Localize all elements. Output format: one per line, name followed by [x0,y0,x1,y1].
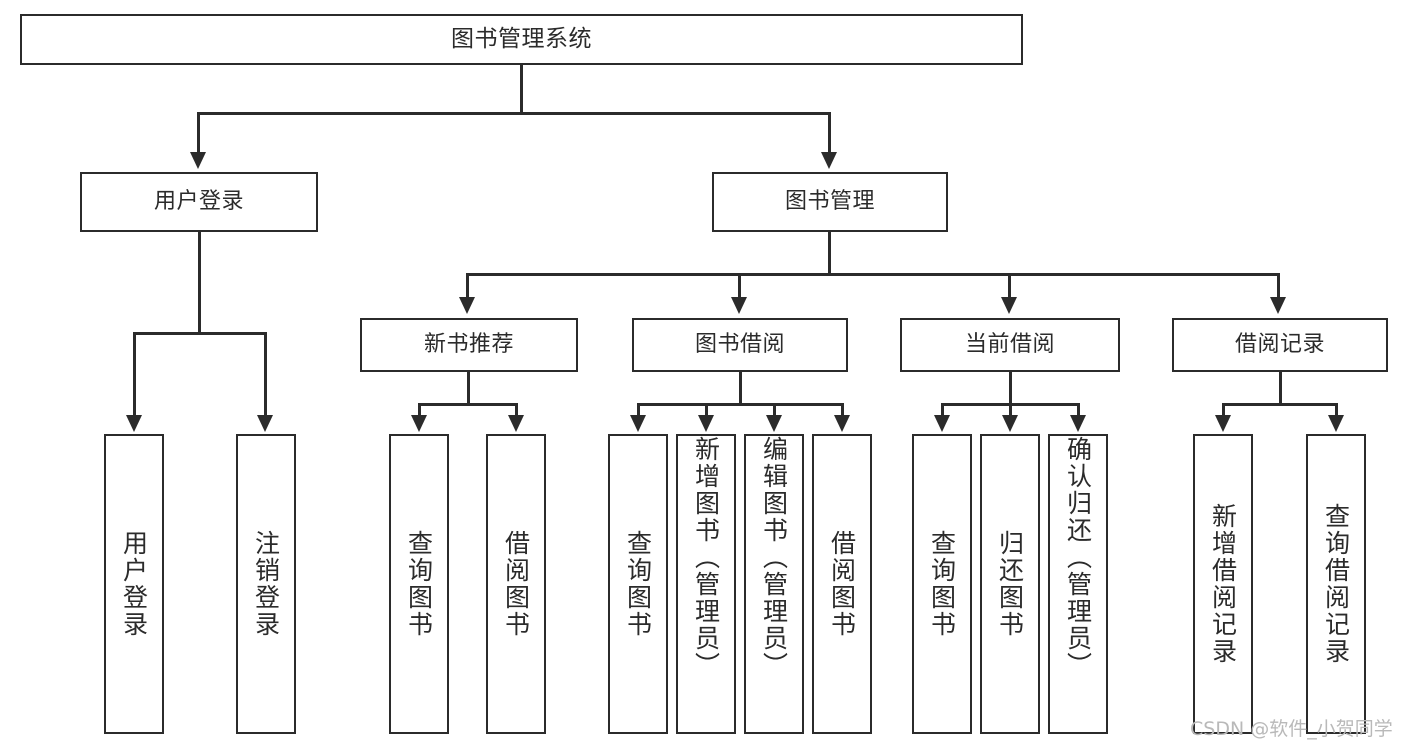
connector-currentborrow-to-leaf-0 [941,403,944,417]
node-label: 当前借阅 [964,331,1055,357]
csdn-watermark: CSDN @软件_小贺同学 [1190,718,1393,740]
connector-currentborrow-stem [1009,372,1012,404]
connector-borrowrecord-to-leaf-0 [1222,403,1225,417]
connector-borrowrecord-to-leaf-1 [1335,403,1338,417]
node-book-management[interactable]: 图书管理 [712,172,948,232]
node-borrow-record[interactable]: 借阅记录 [1172,318,1388,372]
leaf-new-book-recommend-0[interactable]: 查询图书 [389,434,449,734]
arrow-bookmgmt-to-l2-3 [1270,297,1286,314]
node-label: 新书推荐 [423,331,514,357]
connector-newbook-to-leaf-0 [418,403,421,417]
arrow-borrowrecord-to-leaf-0 [1215,415,1231,432]
node-label: 查询图书 [404,530,434,638]
arrow-bookmgmt-to-l2-0 [459,297,475,314]
arrow-currentborrow-to-leaf-0 [934,415,950,432]
arrow-root-to-login [190,152,206,169]
leaf-current-borrow-1[interactable]: 归还图书 [980,434,1040,734]
connector-root-to-bookmgmt [828,112,831,154]
connector-borrowrecord-bus [1222,403,1338,406]
connector-login-bus [133,332,267,335]
connector-bookborrow-to-leaf-3 [841,403,844,417]
node-label: 新增借阅记录 [1208,503,1238,665]
node-label: 归还图书 [995,530,1025,638]
arrow-currentborrow-to-leaf-2 [1070,415,1086,432]
node-current-borrow[interactable]: 当前借阅 [900,318,1120,372]
node-label: 用户登录 [153,188,244,214]
connector-bookmgmt-stem [828,232,831,274]
node-label: 新增图书（管理员） [691,436,721,679]
connector-newbook-to-leaf-1 [515,403,518,417]
connector-login-to-leaf-1 [264,332,267,417]
node-label: 借阅图书 [827,530,857,638]
leaf-borrow-record-1[interactable]: 查询借阅记录 [1306,434,1366,734]
leaf-book-borrow-0[interactable]: 查询图书 [608,434,668,734]
connector-bookborrow-bus [637,403,844,406]
node-book-borrow[interactable]: 图书借阅 [632,318,848,372]
leaf-new-book-recommend-1[interactable]: 借阅图书 [486,434,546,734]
connector-currentborrow-to-leaf-2 [1077,403,1080,417]
connector-currentborrow-to-leaf-1 [1009,403,1012,417]
connector-bookmgmt-to-l2-3 [1277,273,1280,299]
connector-bookmgmt-to-l2-2 [1008,273,1011,299]
connector-root-to-login [197,112,200,154]
connector-newbook-bus [418,403,518,406]
connector-login-stem [198,232,201,333]
node-label: 图书管理系统 [451,25,592,52]
connector-bookborrow-stem [739,372,742,404]
node-label: 借阅图书 [501,530,531,638]
node-root-system[interactable]: 图书管理系统 [20,14,1023,65]
node-label: 编辑图书（管理员） [759,436,789,679]
connector-bookborrow-to-leaf-1 [705,403,708,417]
arrow-bookborrow-to-leaf-3 [834,415,850,432]
arrow-newbook-to-leaf-1 [508,415,524,432]
connector-root-stem [520,65,523,113]
connector-bookmgmt-to-l2-1 [738,273,741,299]
leaf-user-login-1[interactable]: 注销登录 [236,434,296,734]
leaf-book-borrow-2[interactable]: 编辑图书（管理员） [744,434,804,734]
node-user-login[interactable]: 用户登录 [80,172,318,232]
arrow-currentborrow-to-leaf-1 [1002,415,1018,432]
arrow-newbook-to-leaf-0 [411,415,427,432]
node-label: 查询借阅记录 [1321,503,1351,665]
arrow-borrowrecord-to-leaf-1 [1328,415,1344,432]
arrow-root-to-bookmgmt [821,152,837,169]
node-label: 确认归还（管理员） [1063,436,1093,679]
node-label: 查询图书 [927,530,957,638]
connector-root-bus [197,112,831,115]
connector-borrowrecord-stem [1279,372,1282,404]
arrow-bookmgmt-to-l2-1 [731,297,747,314]
connector-bookmgmt-bus [466,273,1280,276]
arrow-bookborrow-to-leaf-0 [630,415,646,432]
connector-bookborrow-to-leaf-0 [637,403,640,417]
leaf-current-borrow-0[interactable]: 查询图书 [912,434,972,734]
connector-login-to-leaf-0 [133,332,136,417]
node-label: 注销登录 [251,530,281,638]
connector-newbook-stem [467,372,470,404]
connector-bookmgmt-to-l2-0 [466,273,469,299]
leaf-current-borrow-2[interactable]: 确认归还（管理员） [1048,434,1108,734]
node-label: 图书借阅 [694,331,785,357]
leaf-user-login-0[interactable]: 用户登录 [104,434,164,734]
arrow-login-to-leaf-0 [126,415,142,432]
leaf-book-borrow-1[interactable]: 新增图书（管理员） [676,434,736,734]
leaf-borrow-record-0[interactable]: 新增借阅记录 [1193,434,1253,734]
arrow-bookmgmt-to-l2-2 [1001,297,1017,314]
node-new-book-recommend[interactable]: 新书推荐 [360,318,578,372]
arrow-bookborrow-to-leaf-1 [698,415,714,432]
connector-bookborrow-to-leaf-2 [773,403,776,417]
node-label: 图书管理 [784,188,875,214]
node-label: 用户登录 [119,530,149,638]
leaf-book-borrow-3[interactable]: 借阅图书 [812,434,872,734]
node-label: 查询图书 [623,530,653,638]
node-label: 借阅记录 [1234,331,1325,357]
arrow-login-to-leaf-1 [257,415,273,432]
arrow-bookborrow-to-leaf-2 [766,415,782,432]
